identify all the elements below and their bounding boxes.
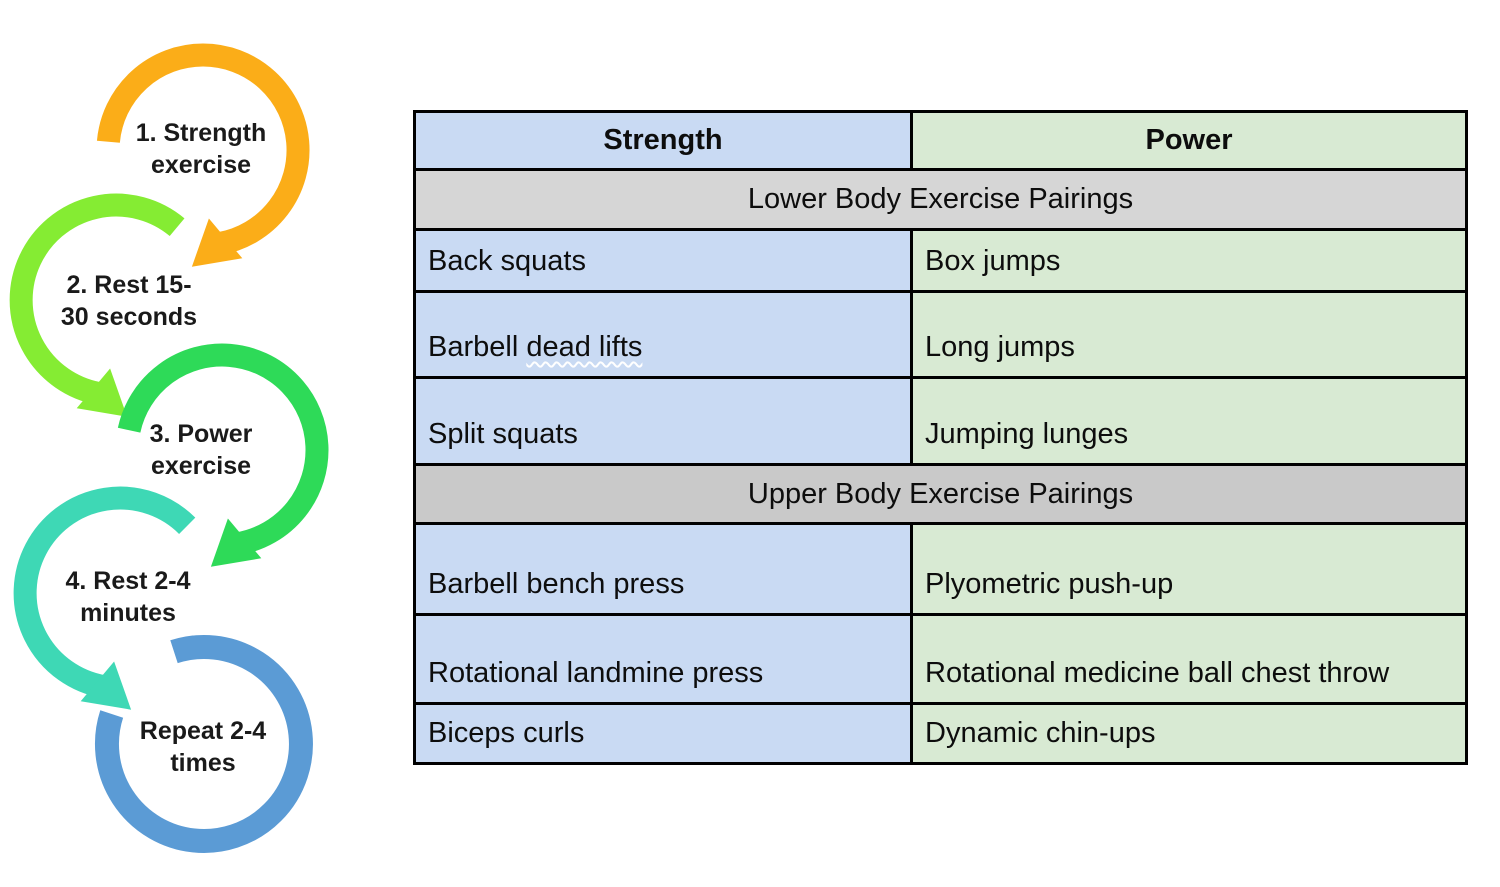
- strength-exercise-cell: Back squats: [413, 228, 913, 293]
- column-header-power: Power: [910, 110, 1468, 171]
- arrowhead-icon: [80, 661, 132, 710]
- section-header-row: Lower Body Exercise Pairings: [413, 168, 1468, 231]
- cycle-arc-step-1: [96, 43, 310, 255]
- section-header-row: Upper Body Exercise Pairings: [413, 463, 1468, 525]
- strength-exercise-cell: Rotational landmine press: [413, 613, 913, 705]
- column-header-strength: Strength: [413, 110, 913, 171]
- power-exercise-cell: Dynamic chin-ups: [910, 702, 1468, 765]
- strength-exercise-cell: Barbell bench press: [413, 522, 913, 616]
- strength-exercise-cell: Split squats: [413, 376, 913, 466]
- strength-exercise-cell: Biceps curls: [413, 702, 913, 765]
- cycle-arc-step-3: [117, 343, 329, 555]
- power-exercise-cell: Jumping lunges: [910, 376, 1468, 466]
- cycle-arc-step-5: [94, 634, 313, 853]
- spellcheck-squiggle-text: dead lifts: [526, 331, 643, 363]
- cycle-arrows-graphic: [9, 43, 329, 853]
- cycle-arc-step-4: [13, 486, 196, 698]
- arrowhead-icon: [76, 368, 128, 417]
- cycle-step-label-2: 2. Rest 15- 30 seconds: [60, 271, 198, 331]
- section-title: Lower Body Exercise Pairings: [413, 168, 1468, 231]
- arrowhead-icon: [210, 518, 262, 567]
- power-exercise-cell: Box jumps: [910, 228, 1468, 293]
- strength-exercise-cell: Barbell dead lifts: [413, 290, 913, 379]
- section-title: Upper Body Exercise Pairings: [413, 463, 1468, 525]
- arrowhead-icon: [191, 218, 243, 267]
- cycle-step-label-4: 4. Rest 2-4 minutes: [65, 567, 191, 627]
- power-exercise-cell: Long jumps: [910, 290, 1468, 379]
- cycle-step-label-3: 3. Power exercise: [149, 420, 253, 480]
- cycle-step-label-1: 1. Strength exercise: [135, 119, 267, 179]
- cycle-step-label-5: Repeat 2-4 times: [139, 717, 267, 777]
- power-exercise-cell: Plyometric push-up: [910, 522, 1468, 616]
- power-exercise-cell: Rotational medicine ball chest throw: [910, 613, 1468, 705]
- cycle-arc-step-2: [9, 193, 185, 405]
- exercise-cycle-diagram: 1. Strength exercise 2. Rest 15- 30 secon…: [0, 0, 380, 887]
